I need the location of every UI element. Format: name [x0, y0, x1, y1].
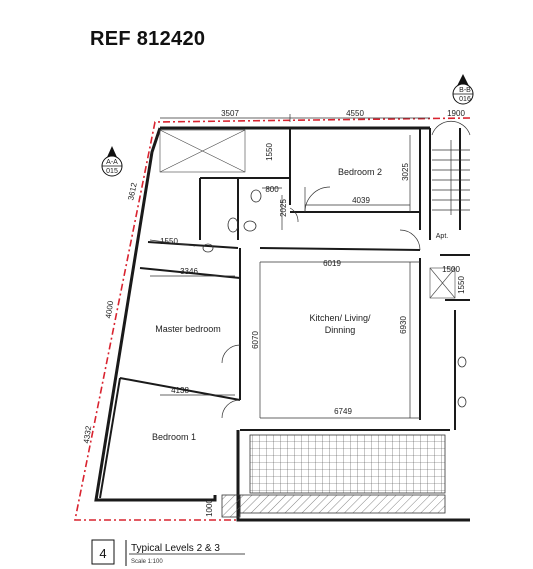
dim-4550: 4550 — [346, 109, 364, 118]
caption-scale: Scale 1:100 — [131, 559, 163, 565]
dim-3507: 3507 — [221, 109, 239, 118]
outer-walls — [94, 126, 470, 522]
dim-1000: 1000 — [205, 499, 214, 517]
dim-3612: 3612 — [126, 181, 139, 201]
dim-6930: 6930 — [399, 316, 408, 334]
room-bedroom-2: Bedroom 2 — [338, 167, 382, 177]
section-b-label: B-B — [459, 87, 471, 94]
dim-1550-vertical: 1550 — [265, 143, 274, 161]
dim-4000: 4000 — [104, 300, 115, 319]
dim-1900: 1900 — [447, 109, 465, 118]
door-swings — [221, 186, 421, 419]
caption-title: Typical Levels 2 & 3 — [131, 543, 220, 554]
section-a-label: A-A — [106, 159, 118, 166]
section-marker-a-a: A-A 015 — [101, 146, 123, 177]
dim-2025: 2025 — [279, 199, 288, 217]
dim-1500: 1500 — [442, 265, 460, 274]
dim-4039: 4039 — [352, 196, 370, 205]
room-master-bedroom: Master bedroom — [155, 324, 221, 334]
wc-fixture — [202, 189, 467, 408]
room-kitchen-line-1: Kitchen/ Living/ — [309, 313, 371, 323]
dim-4332: 4332 — [82, 425, 93, 444]
dim-6749: 6749 — [334, 407, 352, 416]
dim-1550-horizontal: 1550 — [160, 237, 178, 246]
interior-walls — [99, 128, 470, 499]
section-marker-b-b: B-B 016 — [452, 74, 474, 105]
drawing-caption: 4 Typical Levels 2 & 3 Scale 1:100 — [91, 539, 245, 566]
section-b-sheet: 016 — [459, 96, 471, 103]
dim-3025: 3025 — [401, 163, 410, 181]
room-kitchen-line-2: Dinning — [325, 325, 356, 335]
dimension-lines — [149, 114, 430, 419]
dim-6019: 6019 — [323, 259, 341, 268]
caption-number: 4 — [99, 546, 106, 561]
reference-title: REF 812420 — [90, 28, 206, 50]
dim-3346: 3346 — [180, 267, 198, 276]
dim-1550-right: 1550 — [457, 276, 466, 294]
room-bedroom-1: Bedroom 1 — [152, 432, 196, 442]
staircase — [431, 120, 471, 215]
section-a-sheet: 015 — [106, 168, 118, 175]
apartment-label: Apt. — [436, 233, 449, 240]
balcony — [221, 434, 446, 518]
dim-4138: 4138 — [171, 386, 189, 395]
room-labels: Bedroom 2 Master bedroom Kitchen/ Living… — [152, 167, 448, 442]
shower-area — [159, 129, 456, 299]
dimension-labels: 3507 4550 1900 1550 3025 3612 800 2025 4… — [82, 109, 466, 517]
dim-6070: 6070 — [251, 331, 260, 349]
dim-800: 800 — [265, 185, 279, 194]
